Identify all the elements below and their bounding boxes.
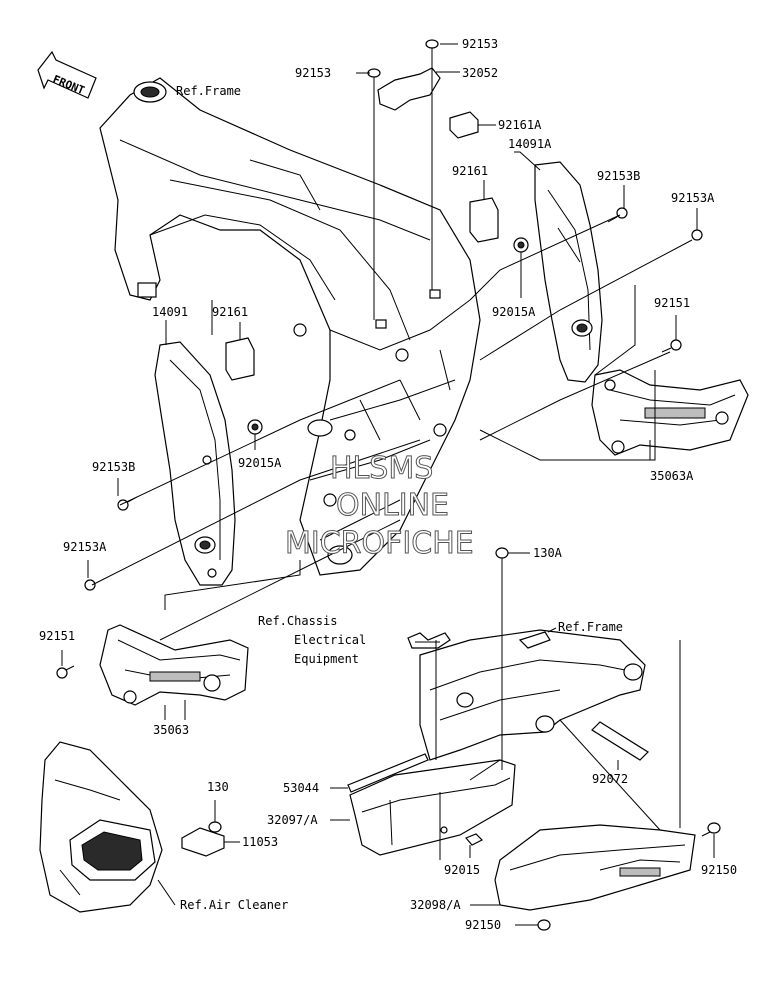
rear-subframe — [407, 629, 646, 761]
callout-92015A-left: 92015A — [238, 456, 282, 470]
callout-32098A: 32098/A — [410, 898, 461, 912]
ref-frame-sub: Ref.Frame — [558, 620, 623, 634]
main-frame — [99, 77, 481, 576]
strap-92072 — [591, 721, 649, 761]
callout-92153B-left: 92153B — [92, 460, 135, 474]
callout-92150-right: 92150 — [701, 863, 737, 877]
tray-32097A — [349, 759, 516, 856]
callout-92151-left: 92151 — [39, 629, 75, 643]
bolt-icon — [495, 547, 509, 570]
bolt-icon — [537, 919, 551, 931]
callout-92161-upper: 92161 — [452, 164, 488, 178]
callout-32097A: 32097/A — [267, 813, 318, 827]
bracket-32052 — [377, 67, 441, 111]
screw-icon — [425, 39, 439, 60]
callout-35063: 35063 — [153, 723, 189, 737]
ref-chassis-line-1: Ref.Chassis — [258, 614, 337, 628]
callout-92153A-right: 92153A — [671, 191, 715, 205]
callout-130: 130 — [207, 780, 229, 794]
callout-92161A: 92161A — [498, 118, 542, 132]
bolt-icon — [607, 207, 628, 223]
ref-chassis-line-2: Electrical — [294, 633, 366, 647]
callout-92153A-left: 92153A — [63, 540, 107, 554]
callout-35063A: 35063A — [650, 469, 694, 483]
callout-11053: 11053 — [242, 835, 278, 849]
bolt-icon — [56, 665, 75, 679]
bolt-icon — [84, 579, 96, 591]
callout-92150-bottom: 92150 — [465, 918, 501, 932]
callout-92015A-right: 92015A — [492, 305, 536, 319]
ref-air-cleaner: Ref.Air Cleaner — [180, 898, 288, 912]
callout-92015: 92015 — [444, 863, 480, 877]
air-cleaner — [39, 741, 163, 913]
bolt-icon — [208, 821, 222, 833]
callout-92153-left: 92153 — [295, 66, 331, 80]
callout-14091A: 14091A — [508, 137, 552, 151]
watermark-line-1: HLSMS — [330, 451, 433, 486]
screw-icon — [367, 68, 381, 90]
leader-lines — [61, 43, 715, 926]
side-cover-14091A — [534, 161, 603, 383]
ref-frame-top: Ref.Frame — [176, 84, 241, 98]
callout-92161-left: 92161 — [212, 305, 248, 319]
bracket-35063 — [99, 624, 249, 706]
bolt-icon — [117, 496, 138, 511]
bolt-icon — [691, 229, 703, 241]
callout-130A: 130A — [533, 546, 563, 560]
callout-92072: 92072 — [592, 772, 628, 786]
callout-92151-right: 92151 — [654, 296, 690, 310]
bolt-icon — [701, 822, 721, 837]
side-cover-14091 — [154, 341, 236, 586]
grommet-92161 — [469, 197, 499, 243]
callout-32052: 32052 — [462, 66, 498, 80]
grommet-92161A — [449, 111, 479, 139]
collar-92015A — [513, 237, 529, 253]
collar-92015A-left — [247, 419, 263, 435]
callout-92153B-right: 92153B — [597, 169, 640, 183]
clip-11053 — [181, 827, 225, 857]
nut-icon — [464, 833, 484, 846]
watermark-line-2: ONLINE — [336, 488, 449, 523]
rod-53044 — [347, 753, 429, 793]
callout-53044: 53044 — [283, 781, 319, 795]
watermark-line-3: MICROFICHE — [285, 526, 474, 561]
cover-32098A — [494, 824, 696, 911]
callout-14091: 14091 — [152, 305, 188, 319]
callout-92153-top: 92153 — [462, 37, 498, 51]
grommet-92161-left — [225, 337, 255, 381]
ref-chassis-line-3: Equipment — [294, 652, 359, 666]
watermark: HLSMS ONLINE MICROFICHE — [285, 451, 475, 562]
bracket-35063A — [591, 369, 749, 456]
front-arrow-icon: FRONT — [37, 50, 97, 99]
bolt-icon — [661, 339, 682, 353]
